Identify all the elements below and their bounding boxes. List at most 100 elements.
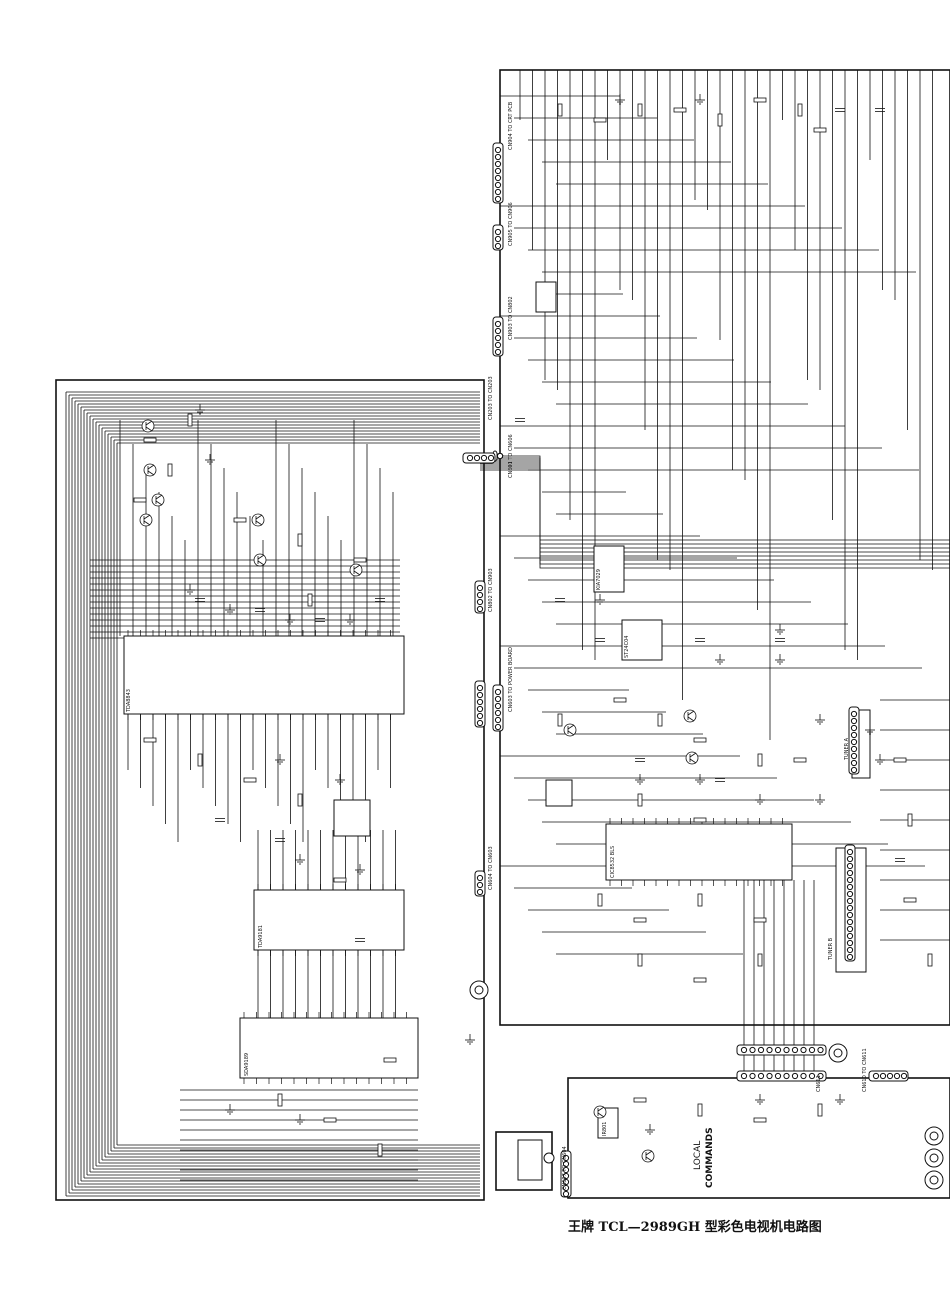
- left-board-frame: [55, 379, 485, 1201]
- wire: [480, 465, 950, 561]
- resistor: [633, 1097, 647, 1103]
- connector-pin: [562, 1166, 570, 1174]
- transistor-icon: [141, 419, 155, 433]
- connector-pin: [846, 855, 854, 863]
- connector-pin: [494, 688, 502, 696]
- connector-strip: [474, 580, 486, 614]
- ground-icon: [285, 614, 295, 625]
- connector-pin: [494, 153, 502, 161]
- connector-pin: [494, 716, 502, 724]
- transistor-emitter: [143, 520, 151, 526]
- chip-label-tda9181: TDA9181: [258, 925, 264, 949]
- transistor-icon: [563, 723, 577, 737]
- connector-label-cn611: CN611: [816, 1075, 822, 1092]
- transistor-emitter: [255, 520, 263, 526]
- connector-strip: [736, 1070, 827, 1082]
- connector-pin: [494, 174, 502, 182]
- schematic-caption: 王牌 TCL—2989GH 型彩色电视机电路图: [568, 1220, 822, 1235]
- transistor-emitter: [687, 716, 695, 722]
- transistor-emitter: [155, 500, 163, 506]
- transistor-emitter: [257, 560, 265, 566]
- connector-label-cn607: CN607 TO CN604: [562, 1146, 568, 1190]
- transistor-icon: [641, 1149, 655, 1163]
- connector-pin: [817, 1072, 824, 1080]
- connector-pin: [846, 932, 854, 940]
- resistor: [753, 917, 767, 923]
- ground-icon: [755, 794, 765, 805]
- resistor: [167, 463, 173, 477]
- connector-pin: [562, 1172, 570, 1180]
- connector-pin: [494, 188, 502, 196]
- ground-icon: [695, 94, 705, 105]
- connector-pin: [850, 717, 858, 725]
- ground-icon: [715, 654, 725, 665]
- resistor: [657, 713, 663, 727]
- transistor-body: [143, 463, 157, 477]
- connector-pin: [846, 862, 854, 870]
- resistor: [907, 813, 913, 827]
- wire: [480, 463, 950, 557]
- connector-pin: [476, 881, 484, 889]
- ground-icon: [635, 774, 645, 785]
- ground-icon: [875, 754, 885, 765]
- ground-icon: [225, 604, 235, 615]
- transistor-collector: [255, 514, 263, 520]
- transistor-collector: [353, 564, 361, 570]
- ground-icon: [595, 594, 605, 605]
- ground-symbols: [185, 94, 885, 1135]
- transistor-emitter: [145, 426, 153, 432]
- main-board-frame: [499, 69, 950, 1026]
- transistor-body: [349, 563, 363, 577]
- resistor: [793, 757, 807, 763]
- connector-pin: [494, 702, 502, 710]
- transistor-body: [641, 1149, 655, 1163]
- connector-strip: [844, 844, 856, 962]
- connector-pin: [757, 1046, 765, 1054]
- connector-label-cn903: CN903 TO CN802: [508, 296, 514, 340]
- connector-strip: [492, 224, 504, 251]
- resistor: [297, 793, 303, 807]
- led-block: [517, 1139, 543, 1181]
- rca-jack-icon: [469, 980, 489, 1000]
- transistors: [139, 419, 699, 1163]
- connector-strip: [868, 1070, 909, 1082]
- transistor-emitter: [567, 730, 575, 736]
- connector-label-cn601: CN601 TO CN606: [508, 434, 514, 478]
- wire: [480, 459, 950, 549]
- transistor-collector: [257, 554, 265, 560]
- ground-icon: [755, 1094, 765, 1105]
- connector-pin: [496, 452, 504, 460]
- ground-icon: [815, 794, 825, 805]
- connector-strip: [492, 142, 504, 204]
- ground-icon: [195, 404, 205, 415]
- resistor: [307, 593, 313, 607]
- connector-pin: [846, 883, 854, 891]
- transistor-collector: [567, 724, 575, 730]
- rca-jack-icon: [924, 1170, 944, 1190]
- resistor: [693, 737, 707, 743]
- connector-label-crt: CN904 TO CRT PCB: [508, 101, 514, 150]
- transistor-body: [253, 553, 267, 567]
- connector-pin: [749, 1072, 756, 1080]
- wire: [480, 461, 950, 553]
- keypad-board-frame: [567, 1077, 950, 1199]
- connector-label-power: CN603 TO POWER BOARD: [508, 647, 514, 712]
- connector-pin: [791, 1046, 799, 1054]
- connector-pin: [749, 1046, 756, 1054]
- transistor-collector: [145, 420, 153, 426]
- connector-pin: [494, 228, 502, 236]
- ground-icon: [815, 714, 825, 725]
- transistor-emitter: [597, 1112, 605, 1118]
- connector-label-cn604: CN604 TO CN603: [488, 846, 494, 890]
- connector-pin: [473, 454, 481, 462]
- resistor: [757, 753, 763, 767]
- transistor-icon: [593, 1105, 607, 1119]
- connector-strips: [462, 142, 909, 1198]
- connector-pin: [766, 1046, 773, 1054]
- connector-pin: [476, 874, 484, 882]
- rca-jack-icon: [924, 1148, 944, 1168]
- panel-local-label: LOCAL: [693, 1141, 703, 1170]
- connector-pin: [757, 1072, 765, 1080]
- resistor: [633, 917, 647, 923]
- connector-pin: [783, 1072, 790, 1080]
